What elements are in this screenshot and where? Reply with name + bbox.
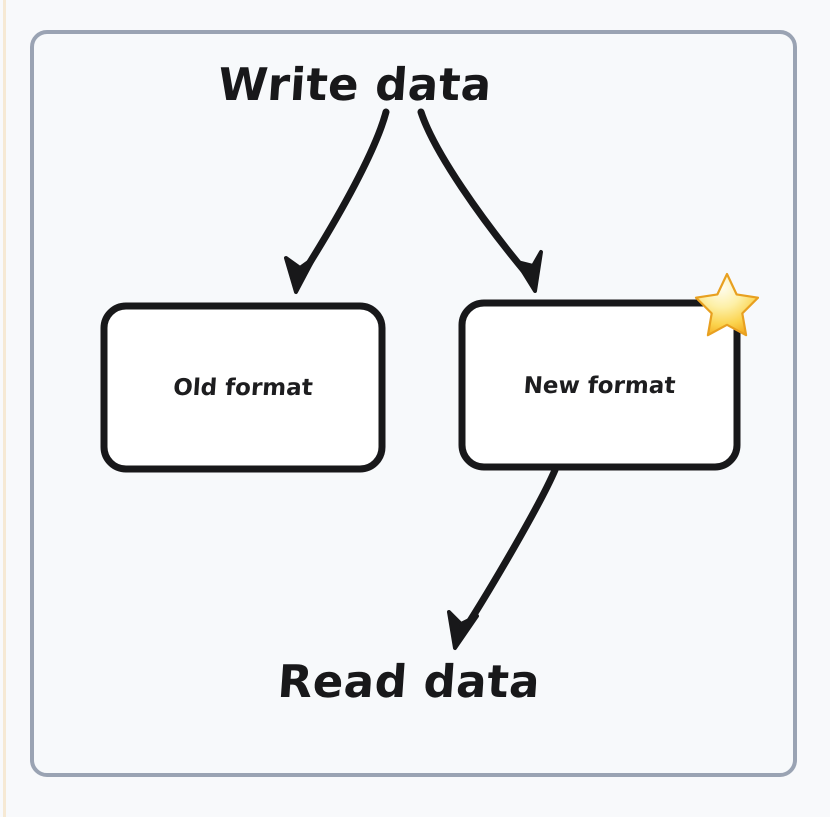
star-icon (694, 272, 760, 337)
old-format-label: Old format (172, 375, 314, 401)
page-edge-stripe (3, 0, 6, 817)
write-data-label: Write data (216, 58, 494, 111)
new-format-label: New format (522, 373, 677, 399)
box-old-format[interactable] (100, 302, 386, 473)
arrow-write-to-old-format (284, 108, 390, 294)
arrow-write-to-new-format (417, 108, 543, 293)
box-new-format[interactable] (458, 299, 741, 471)
read-data-label: Read data (275, 655, 543, 708)
arrow-new-format-to-read-data (447, 466, 559, 650)
